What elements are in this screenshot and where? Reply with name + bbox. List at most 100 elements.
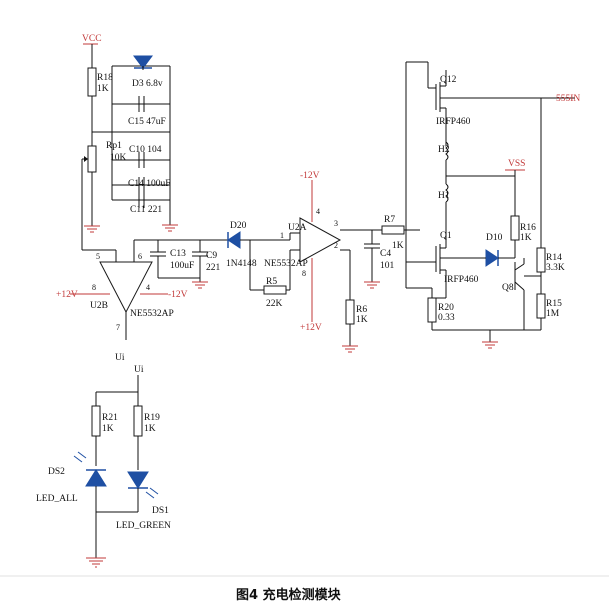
r14-label: R14	[546, 253, 562, 263]
ds1-label: DS1	[152, 506, 169, 516]
vcc-label: VCC	[82, 34, 102, 44]
u2b-pin6: 6	[138, 252, 142, 261]
opamp-u2a: -12V +12V U2A NE5532AP 1 2 3 4 8	[264, 171, 372, 333]
c15-label: C15 47uF	[128, 117, 166, 127]
u2a-pin1: 1	[280, 231, 284, 240]
r19-label: R19	[144, 413, 160, 423]
net-555in: 555IN	[540, 94, 580, 248]
q1-part: IRFP460	[444, 275, 479, 285]
resistor-r5: R5 22K	[249, 240, 290, 309]
ui-output-label: Ui	[115, 353, 125, 363]
rp1-value: 10K	[110, 153, 127, 163]
r21-label: R21	[102, 413, 118, 423]
q1-label: Q1	[440, 231, 452, 241]
r18-label: R18	[97, 73, 113, 83]
u2b-pin4: 4	[146, 283, 150, 292]
led-ds1: DS1 LED_GREEN	[116, 471, 171, 531]
u2b-label: U2B	[90, 301, 108, 311]
ground-bus-right	[432, 329, 541, 349]
c11-label: C11 221	[130, 205, 162, 215]
figure-caption: 图4 充电检测模块	[236, 587, 342, 603]
mosfet-q12: Q12 IRFP460	[427, 62, 560, 146]
h1-label: H1	[438, 191, 450, 201]
r15-label: R15	[546, 299, 562, 309]
q12-label: Q12	[440, 75, 457, 85]
u2b-pin8: 8	[92, 283, 96, 292]
resistor-r19: R19 1K	[133, 392, 160, 470]
capacitor-c9: C9 221	[158, 240, 221, 289]
c4-label: C4	[380, 249, 391, 259]
h2-label: H2	[438, 145, 450, 155]
r7-label: R7	[384, 215, 395, 225]
diode-d20: D20 1N4148	[226, 221, 290, 269]
led-ds2: DS2 LED_ALL	[36, 451, 107, 512]
d20-value: 1N4148	[226, 259, 257, 269]
c14-label: C14 100uF	[128, 179, 171, 189]
ds1-value: LED_GREEN	[116, 521, 171, 531]
resistor-r21: R21 1K	[91, 405, 118, 466]
u2a-pin8: 8	[302, 269, 306, 278]
r20-value: 0.33	[438, 313, 455, 323]
ds2-label: DS2	[48, 467, 65, 477]
u2b-supply-pos: +12V	[56, 290, 78, 300]
zener-d3: D3 6.8v	[132, 55, 163, 89]
resistor-r16: R16 1K	[510, 215, 536, 258]
potentiometer-rp1: Rp1 10K	[81, 132, 127, 226]
u2a-pin2: 2	[334, 241, 338, 250]
r7-value: 1K	[392, 241, 404, 251]
d3-value: 6.8v	[146, 79, 163, 89]
capacitor-c13: C13 100uF	[150, 240, 194, 278]
capacitor-c4: C4 101	[364, 230, 395, 289]
u2a-label: U2A	[288, 223, 307, 233]
ground-symbols-left	[84, 224, 178, 233]
r20-label: R20	[438, 303, 454, 313]
ui-net: Ui	[95, 365, 144, 406]
net-vss: VSS	[446, 159, 525, 216]
resistor-r18: R18 1K	[87, 67, 113, 132]
r21-value: 1K	[102, 424, 114, 434]
diode-d10: D10	[482, 233, 510, 267]
u2a-supply-pos: +12V	[300, 323, 322, 333]
r16-value: 1K	[520, 233, 532, 243]
u2a-part: NE5532AP	[264, 259, 308, 269]
d3-label: D3	[132, 79, 144, 89]
u2a-supply-neg: -12V	[300, 171, 320, 181]
resistor-r15: R15 1M	[536, 293, 562, 330]
resistor-r14: R14 3.3K	[536, 247, 565, 294]
capacitor-c11: C11 221	[130, 192, 162, 215]
vcc-net: VCC	[82, 34, 102, 68]
r5-value: 22K	[266, 299, 283, 309]
c10-label: C10 104	[129, 145, 162, 155]
r18-value: 1K	[97, 84, 109, 94]
q12-part: IRFP460	[436, 117, 471, 127]
mosfet-drive-frame	[405, 61, 428, 289]
r14-value: 3.3K	[546, 263, 565, 273]
capacitor-c15: C15 47uF	[128, 96, 166, 127]
r15-value: 1M	[546, 309, 560, 319]
led-ground	[86, 511, 138, 568]
c13-label: C13	[170, 249, 186, 259]
c9-value: 221	[206, 263, 221, 273]
r6-value: 1K	[356, 315, 368, 325]
c4-value: 101	[380, 261, 395, 271]
u2a-pin4: 4	[316, 207, 320, 216]
transistor-q8: Q8	[502, 257, 541, 330]
resistor-r6: R6 1K	[342, 299, 368, 353]
c9-label: C9	[206, 251, 217, 261]
r19-value: 1K	[144, 424, 156, 434]
ui-label: Ui	[134, 365, 144, 375]
u2b-part: NE5532AP	[130, 309, 174, 319]
resistor-r7: R7 1K	[372, 215, 420, 251]
ds2-value: LED_ALL	[36, 494, 78, 504]
u2b-supply-neg: -12V	[168, 290, 188, 300]
c13-value: 100uF	[170, 261, 194, 271]
r5-label: R5	[266, 277, 277, 287]
inductor-h2: H2	[438, 141, 450, 184]
capacitor-c10: C10 104	[129, 145, 162, 168]
resistor-r20: R20 0.33	[427, 287, 455, 330]
rp1-label: Rp1	[106, 141, 122, 151]
u2a-pin3: 3	[334, 219, 338, 228]
vss-label: VSS	[508, 159, 525, 169]
r6-label: R6	[356, 305, 367, 315]
